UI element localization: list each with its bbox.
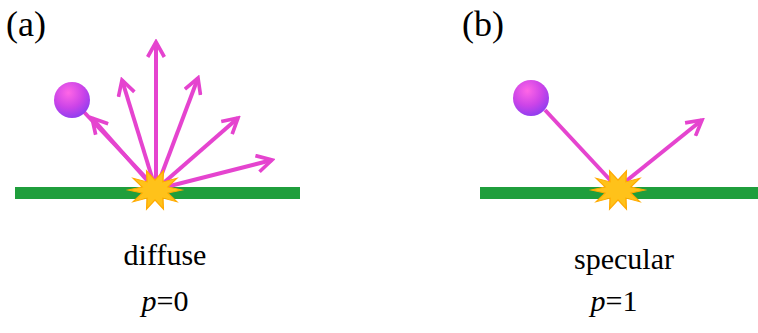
regime-name: diffuse <box>124 240 207 270</box>
parameter-value: p=1 <box>591 286 638 316</box>
impact-star <box>128 171 182 209</box>
scattered-arrows <box>92 42 272 188</box>
particle <box>54 82 90 118</box>
incident-path <box>545 110 612 182</box>
particle <box>513 80 549 116</box>
panel-letter: (b) <box>462 6 504 42</box>
panel-letter: (a) <box>6 6 46 42</box>
impact-star <box>591 171 645 209</box>
parameter-value: p=0 <box>142 286 189 316</box>
reflected-arrow <box>620 120 702 186</box>
regime-name: specular <box>574 244 674 274</box>
